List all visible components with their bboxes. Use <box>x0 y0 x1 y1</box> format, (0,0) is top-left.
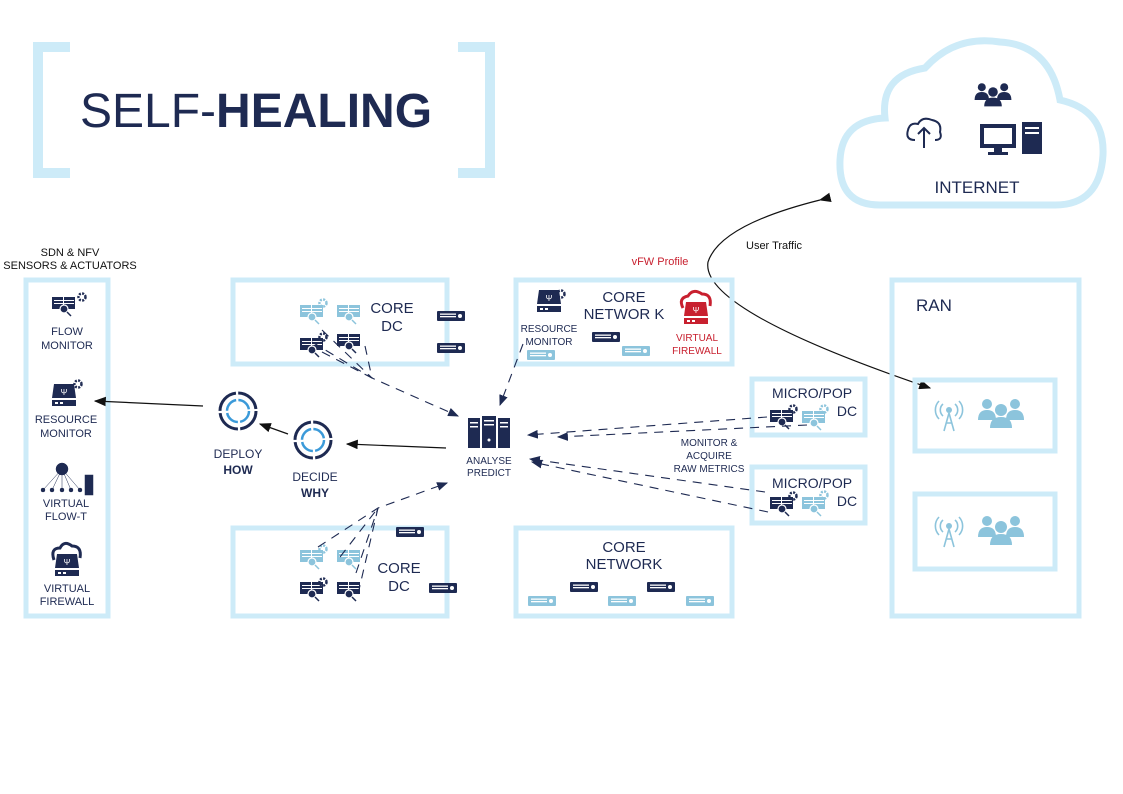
virtual-firewall-red-icon <box>679 289 712 324</box>
resource-monitor-label: RESOURCE <box>521 324 578 335</box>
sensor-label: FIREWALL <box>40 596 95 608</box>
deploy-to-sensors-arrow <box>93 396 204 407</box>
analyse-sublabel: PREDICT <box>467 468 511 479</box>
ran-box <box>889 277 1082 619</box>
cell-tower-icon <box>934 516 964 548</box>
core-network-top-box <box>513 277 735 367</box>
sensor-label: MONITOR <box>40 428 92 440</box>
micro-pop-1-sublabel: DC <box>837 403 857 419</box>
micro-pop-1-label: MICRO/POP <box>772 385 852 401</box>
cell-tower-icon <box>934 400 964 432</box>
core-network-bottom-label: CORE <box>602 539 645 556</box>
dc-monitor-icon <box>299 298 361 325</box>
resource-monitor-label: MONITOR <box>525 337 572 348</box>
cloud-upload-icon <box>906 117 942 148</box>
sensor-label: MONITOR <box>41 340 93 352</box>
micro-pop-1-box <box>749 376 868 438</box>
internet-cloud: INTERNET <box>836 37 1107 209</box>
analyse-to-decide-arrow <box>345 439 447 450</box>
decide-cycle-icon <box>293 420 333 460</box>
user-traffic-label: User Traffic <box>746 240 803 252</box>
core-network-top-label: CORE <box>602 289 645 306</box>
core-network-bottom-sublabel: NETWORK <box>586 556 663 573</box>
sensors-heading-2: SENSORS & ACTUATORS <box>3 260 136 272</box>
micro-pop-2-box <box>749 464 868 526</box>
sensor-label: FLOW-T <box>45 511 87 523</box>
core-dc-bottom-box <box>230 525 450 619</box>
core-dc-top-sublabel: DC <box>381 318 403 335</box>
analyse-server-icon <box>468 416 510 448</box>
title-bold: HEALING <box>216 85 432 138</box>
sensor-label: VIRTUAL <box>44 583 90 595</box>
core-dc-bottom-label: CORE <box>377 560 420 577</box>
ran-cell-box <box>912 377 1058 454</box>
dc-monitor-icon <box>769 404 829 431</box>
core-dc-top-box <box>230 277 450 367</box>
user-traffic-arrow <box>707 192 932 390</box>
deploy-label: DEPLOY <box>214 447 263 461</box>
title-bracket-left <box>33 42 70 178</box>
rack-server-icon <box>528 582 714 606</box>
decide-to-deploy-arrow <box>258 423 289 435</box>
virtual-firewall-label: FIREWALL <box>672 346 722 357</box>
monitor-acquire-label: RAW METRICS <box>674 464 745 475</box>
analyse-label: ANALYSE <box>466 456 512 467</box>
title-light: SELF- <box>80 85 216 138</box>
monitor-acquire-label: MONITOR & <box>681 438 738 449</box>
rack-server-icon <box>437 311 465 353</box>
core-dc-top-label: CORE <box>370 300 413 317</box>
core-dc-bottom-sublabel: DC <box>388 578 410 595</box>
dc-monitor-icon <box>769 490 829 517</box>
users-icon <box>978 399 1024 428</box>
internet-label: INTERNET <box>935 178 1020 197</box>
ran-cell-box <box>912 491 1058 572</box>
metric-flow-arrows <box>311 329 808 595</box>
title-bracket-right <box>458 42 495 178</box>
sensor-label: RESOURCE <box>35 414 97 426</box>
dc-monitor-icon <box>299 332 361 358</box>
sensors-heading-1: SDN & NFV <box>41 247 100 259</box>
sensors-panel <box>23 277 111 619</box>
micro-pop-2-label: MICRO/POP <box>772 475 852 491</box>
virtual-firewall-icon <box>51 541 82 576</box>
decide-sublabel: WHY <box>301 486 329 500</box>
flow-monitor-icon <box>51 292 87 317</box>
sensor-label: VIRTUAL <box>43 498 89 510</box>
micro-pop-2-sublabel: DC <box>837 493 857 509</box>
ran-label: RAN <box>916 296 952 315</box>
resource-monitor-icon <box>52 379 83 406</box>
dc-monitor-icon <box>299 577 361 602</box>
monitor-acquire-label: ACQUIRE <box>686 451 732 462</box>
page-title: SELF-HEALING <box>80 85 432 138</box>
desktop-computer-icon <box>980 122 1042 155</box>
virtual-flow-t-icon <box>40 462 94 496</box>
virtual-firewall-label: VIRTUAL <box>676 333 718 344</box>
deploy-cycle-icon <box>218 391 258 431</box>
resource-monitor-icon <box>537 289 566 312</box>
deploy-sublabel: HOW <box>223 463 253 477</box>
dc-monitor-icon <box>299 544 361 570</box>
vfw-profile-label: vFW Profile <box>632 256 689 268</box>
users-icon <box>978 516 1024 545</box>
decide-label: DECIDE <box>292 470 337 484</box>
sensor-label: FLOW <box>51 326 83 338</box>
core-network-bottom-box <box>513 525 735 619</box>
core-network-top-sublabel: NETWOR K <box>584 306 665 323</box>
